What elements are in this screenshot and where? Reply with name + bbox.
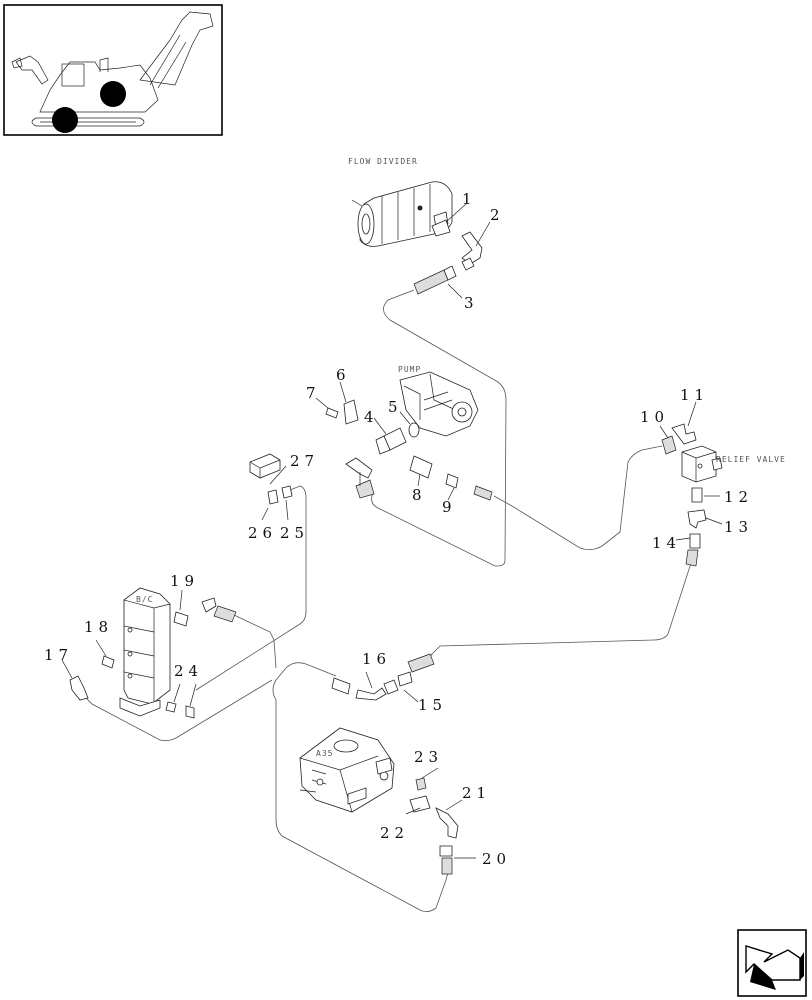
relief-valve-label: RELIEF VALVE	[716, 455, 786, 464]
part-24-fitting[interactable]	[165, 683, 197, 719]
part-16-elbow[interactable]	[331, 671, 387, 701]
callout-4[interactable]: 4	[364, 408, 379, 426]
hose-lines	[79, 289, 693, 912]
bc-valve-block[interactable]: B/C	[119, 587, 171, 717]
machine-thumbnail[interactable]	[3, 4, 223, 136]
callout-8[interactable]: 8	[412, 486, 427, 504]
part-18-fitting[interactable]	[95, 639, 115, 669]
callout-5[interactable]: 5	[388, 398, 403, 416]
part-23-fitting[interactable]	[415, 767, 439, 791]
callout-18[interactable]: 18	[84, 618, 113, 636]
part-17-elbow[interactable]	[61, 659, 89, 701]
callout-13[interactable]: 13	[724, 518, 753, 536]
callout-16[interactable]: 16	[362, 650, 391, 668]
part-5-o-ring[interactable]	[399, 411, 420, 438]
callout-9[interactable]: 9	[442, 498, 457, 516]
callout-6[interactable]: 6	[336, 366, 351, 384]
part-7-bolt[interactable]	[315, 397, 339, 419]
part-27-valve[interactable]	[249, 453, 287, 485]
callout-10[interactable]: 10	[640, 408, 669, 426]
part-21-elbow[interactable]	[435, 799, 463, 839]
part-4-flange-fitting[interactable]	[345, 417, 407, 499]
callout-23[interactable]: 23	[414, 748, 443, 766]
part-26-fitting[interactable]	[261, 489, 279, 521]
callout-22[interactable]: 22	[380, 824, 409, 842]
callout-26[interactable]: 26	[248, 524, 277, 542]
callout-20[interactable]: 20	[482, 850, 511, 868]
part-14-fitting[interactable]	[675, 533, 701, 567]
callout-27[interactable]: 27	[290, 452, 319, 470]
part-13-tee[interactable]	[687, 509, 723, 529]
part-9-fitting[interactable]	[445, 473, 493, 501]
callout-24[interactable]: 24	[174, 662, 203, 680]
part-2-elbow[interactable]	[461, 221, 491, 265]
a35-label: A35	[316, 749, 333, 758]
part-15-fitting[interactable]	[383, 653, 435, 703]
next-page-button[interactable]	[737, 929, 807, 997]
callout-7[interactable]: 7	[306, 384, 321, 402]
part-8-hose-end[interactable]	[409, 455, 433, 487]
bc-label: B/C	[136, 595, 153, 604]
callout-19[interactable]: 19	[170, 572, 199, 590]
relief-valve[interactable]: RELIEF VALVE	[681, 445, 786, 483]
callout-1[interactable]: 1	[462, 190, 477, 208]
part-10-hose-end[interactable]	[659, 425, 677, 455]
part-22-tee[interactable]	[405, 795, 431, 815]
callout-25[interactable]: 25	[280, 524, 309, 542]
part-20-hose-end[interactable]	[439, 845, 476, 875]
callout-15[interactable]: 15	[418, 696, 447, 714]
callout-17[interactable]: 17	[44, 646, 73, 664]
callout-12[interactable]: 12	[724, 488, 753, 506]
callout-2[interactable]: 2	[490, 206, 505, 224]
callout-21[interactable]: 21	[462, 784, 491, 802]
callout-numbers: 1 2 3 4 5 6 7 8 9 10 11 12 13 14 15 16 1…	[44, 190, 753, 868]
part-6-clamp[interactable]	[339, 381, 359, 425]
flow-divider-label: FLOW DIVIDER	[348, 157, 418, 166]
callout-11[interactable]: 11	[680, 386, 709, 404]
pump-label: PUMP	[398, 365, 421, 374]
part-19-fitting[interactable]	[173, 589, 237, 627]
part-25-fitting[interactable]	[281, 485, 293, 521]
part-3-hose-end[interactable]	[413, 257, 475, 299]
a35-control-valve[interactable]: A35	[299, 727, 395, 813]
part-11-elbow[interactable]	[671, 401, 697, 445]
part-12-fitting[interactable]	[691, 487, 720, 503]
callout-14[interactable]: 14	[652, 534, 681, 552]
callout-3[interactable]: 3	[464, 294, 479, 312]
part-1-fitting[interactable]	[431, 203, 467, 237]
flow-divider[interactable]: FLOW DIVIDER	[348, 157, 453, 247]
pump[interactable]: PUMP	[398, 365, 479, 437]
